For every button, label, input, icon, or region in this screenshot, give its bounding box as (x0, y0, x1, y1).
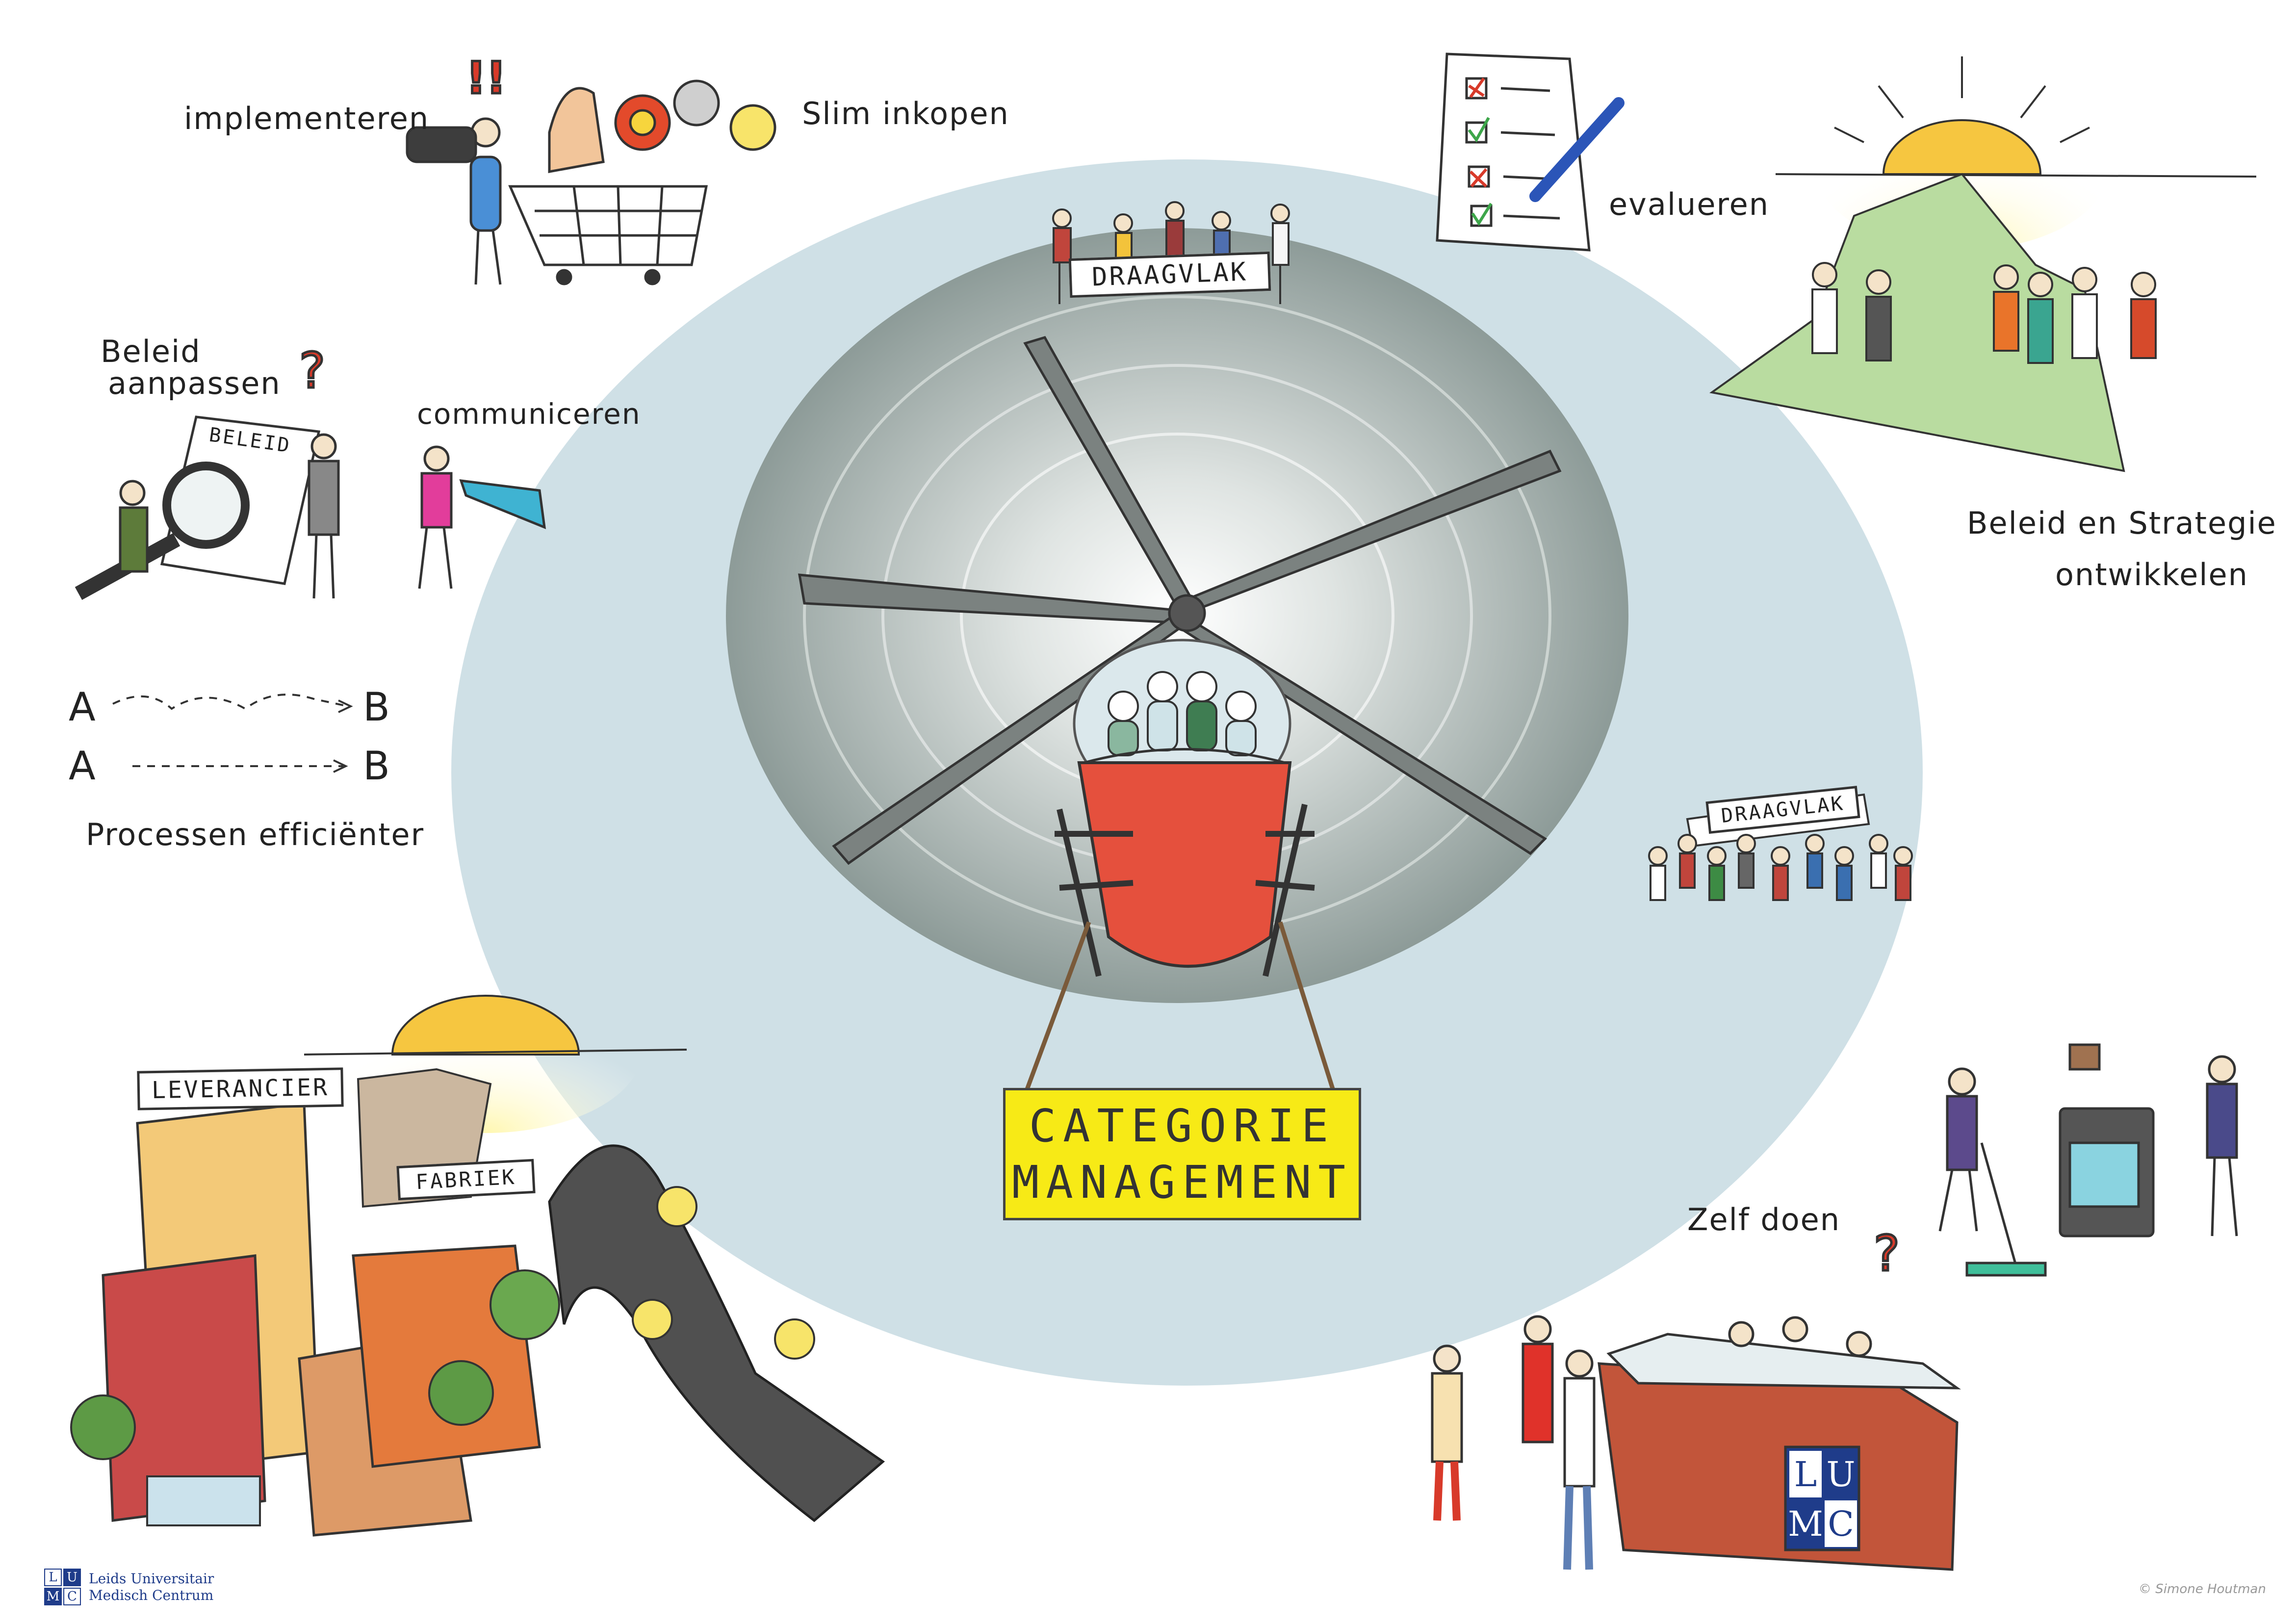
lumc-logo: L U M C Leids Universitair Medisch Centr… (44, 1569, 214, 1605)
lumc-logo-text: Leids Universitair Medisch Centrum (89, 1571, 214, 1604)
svg-text:?: ? (299, 342, 325, 399)
lumc-counter-letter-c: C (1825, 1500, 1857, 1547)
implementeren-person: !! (406, 52, 508, 285)
label-communiceren: communiceren (417, 397, 641, 431)
sign-line-categorie: CATEGORIE (1029, 1100, 1336, 1152)
artist-credit: © Simone Houtman (2139, 1582, 2266, 1597)
passengers (1108, 671, 1257, 756)
fabriek-sign: FABRIEK (396, 1159, 536, 1201)
beleid-scene: ? (75, 341, 340, 600)
label-evalueren: evalueren (1609, 186, 1770, 222)
label-beleid-aanpassen-1: Beleid (101, 334, 201, 369)
label-b1: B (363, 684, 391, 730)
canteen-scene (1431, 1315, 1961, 1571)
label-processen-efficienter: Processen efficiënter (86, 817, 425, 852)
cleaning-scene: ? (1873, 1043, 2238, 1284)
leverancier-sign: LEVERANCIER (137, 1067, 344, 1110)
strategy-people (1811, 262, 2157, 364)
evalueren-checklist (1436, 52, 1625, 252)
helicopter-body (1077, 761, 1292, 968)
svg-text:!!: !! (466, 52, 506, 104)
sign-line-management: MANAGEMENT (1012, 1156, 1352, 1209)
label-b2: B (363, 743, 391, 789)
process-arrows (112, 694, 353, 773)
logo-letter-m: M (44, 1588, 62, 1605)
categorie-management-sign: CATEGORIE MANAGEMENT (1003, 1088, 1361, 1220)
logo-letter-c: C (63, 1588, 81, 1605)
label-implementeren: implementeren (184, 101, 430, 136)
draagvlak-top-group (1052, 201, 1290, 304)
logo-letter-l: L (44, 1569, 62, 1586)
city-scene (70, 966, 885, 1537)
lumc-counter-letter-l: L (1789, 1451, 1822, 1497)
helicopter (1020, 639, 1339, 1102)
label-zelf-doen: Zelf doen (1687, 1202, 1841, 1237)
lumc-counter-logo: L U M C (1788, 1451, 1857, 1547)
logo-line-1: Leids Universitair (89, 1570, 214, 1587)
label-a2: A (69, 743, 97, 789)
logo-line-2: Medisch Centrum (89, 1587, 214, 1603)
label-beleid-strategie-2: ontwikkelen (2055, 557, 2248, 593)
label-slim-inkopen: Slim inkopen (802, 96, 1009, 131)
svg-text:?: ? (1874, 1225, 1900, 1282)
label-beleid-strategie-1: Beleid en Strategie (1967, 505, 2277, 541)
lumc-logo-mark: L U M C (44, 1569, 81, 1605)
label-a1: A (69, 684, 97, 730)
slim-inkopen-cart (508, 79, 776, 285)
strategy-hill-scene (1709, 56, 2257, 472)
label-beleid-aanpassen-2: aanpassen (108, 365, 281, 401)
lumc-counter-letter-m: M (1788, 1503, 1823, 1544)
communiceren-person (418, 445, 546, 589)
logo-letter-u: U (63, 1569, 81, 1586)
draagvlak-top-sign: DRAAGVLAK (1068, 251, 1271, 298)
landing-struts (1020, 803, 1339, 1102)
lumc-counter-letter-u: U (1826, 1454, 1856, 1495)
